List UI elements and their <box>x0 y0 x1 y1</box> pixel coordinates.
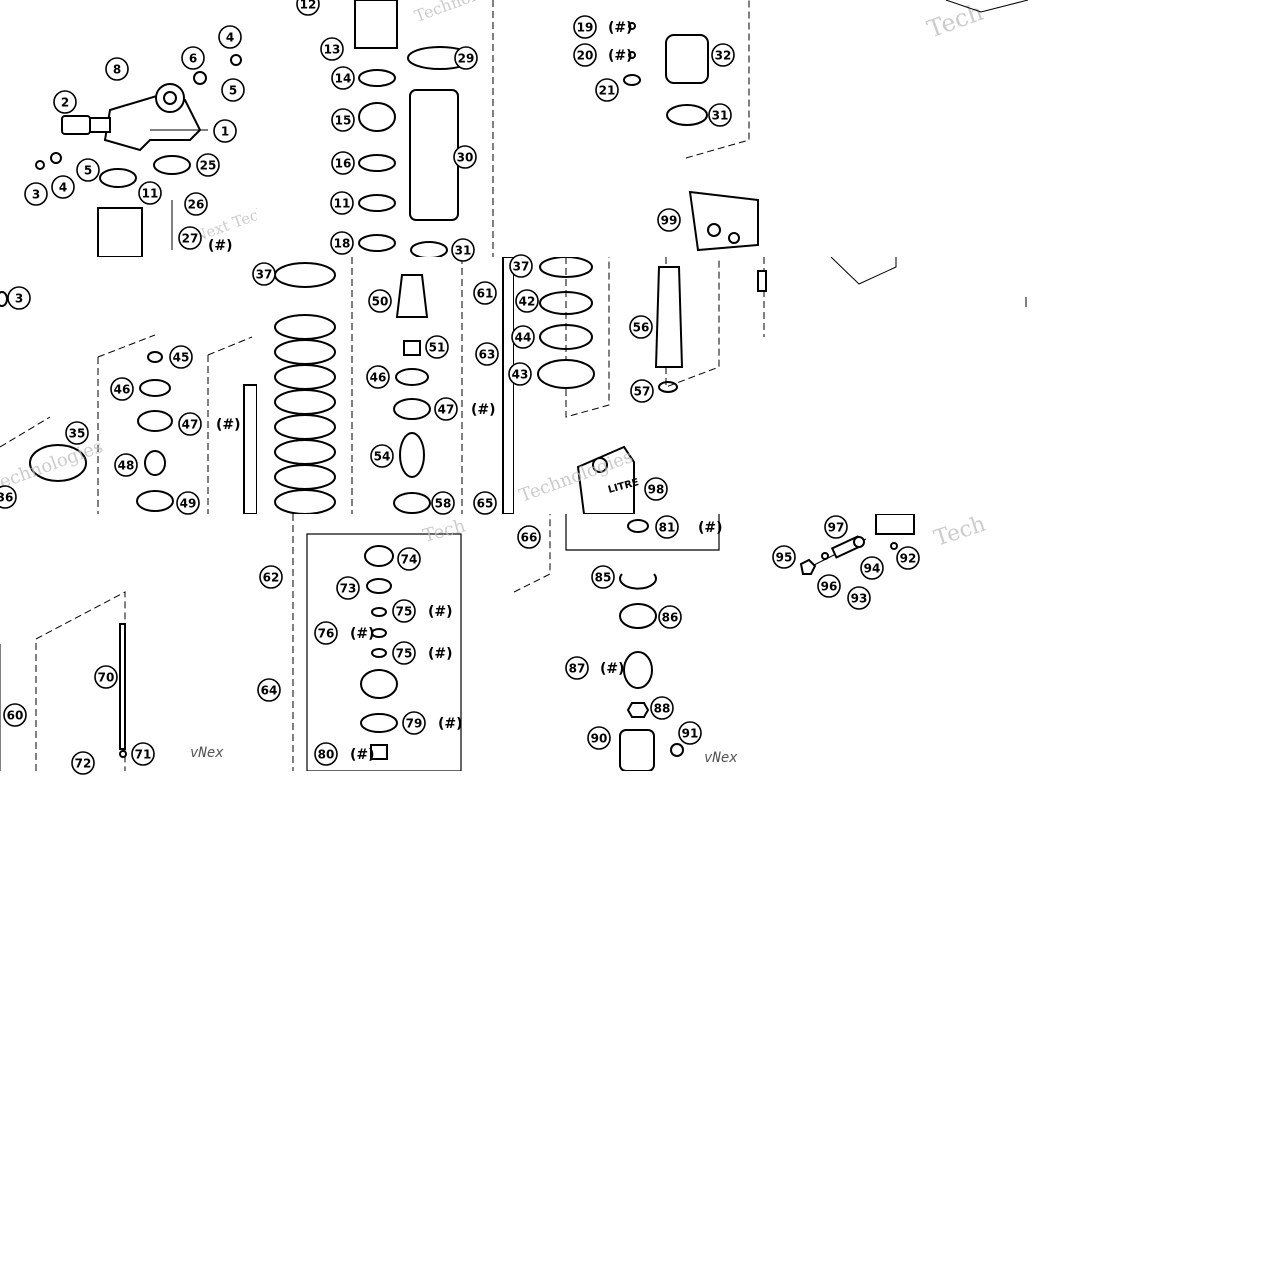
reservoir-30-part <box>409 89 459 221</box>
tile-shaft-parts: Technologies <box>0 257 257 514</box>
mid-right-drawing <box>830 257 1027 307</box>
spring-drawing <box>274 257 514 514</box>
watermark-1: vNext Technologies <box>182 181 257 249</box>
watermark-9: Tech <box>931 514 989 552</box>
rod-70-part <box>119 623 126 750</box>
cylinder-drawing: Technologies <box>354 0 514 257</box>
tile-reservoir-cap <box>514 0 771 257</box>
tile-cylinder: Technologies <box>257 0 514 257</box>
watermark-8: vNex <box>704 750 738 766</box>
rod-parts-drawing: LITRE Technologies <box>517 257 767 514</box>
adjuster-part <box>61 115 111 135</box>
bumper-56-part <box>654 266 684 368</box>
cylinder-top-part <box>97 207 143 257</box>
watermark-2: Technologies <box>412 0 514 26</box>
bleed-screw-drawing: Tech <box>799 514 989 575</box>
tile-eye-assembly: vNext Technologies <box>0 0 257 257</box>
eye-assembly-drawing: vNext Technologies <box>35 54 257 257</box>
rod-drawing: vNex <box>0 591 224 771</box>
kit-99-part <box>688 190 759 252</box>
watermark-3: Tech <box>923 0 986 44</box>
ring-29-part <box>407 46 473 70</box>
coil-spring-part <box>274 314 336 514</box>
nut-35-part <box>29 444 87 482</box>
tile-rod: vNex <box>0 514 257 771</box>
cylinder-13-part <box>354 0 398 49</box>
spring-seat-37-part <box>274 262 336 288</box>
tile-spring <box>257 257 514 514</box>
reservoir-head-drawing: vNex <box>514 514 738 771</box>
valve-stack-drawing: Tech <box>292 514 468 771</box>
shaft-parts-drawing: Technologies <box>0 291 257 514</box>
tile-top-right: Tech <box>771 0 1028 257</box>
tile-rod-parts: LITRE Technologies <box>514 257 771 514</box>
container-98-part <box>576 445 635 514</box>
tile-reservoir-head: vNex <box>514 514 771 771</box>
watermark-6: vNex <box>190 745 224 761</box>
cap-32-part <box>665 34 709 84</box>
screw-95-part <box>799 558 817 575</box>
tile-valve-stack: Tech <box>257 514 514 771</box>
bumper-50-part <box>395 274 429 318</box>
o-ring-25-part <box>153 155 191 175</box>
reservoir-cap-drawing <box>623 0 759 252</box>
eye-body-part <box>103 83 202 152</box>
o-ring-11-part <box>99 168 137 188</box>
top-right-drawing: Tech <box>923 0 1028 44</box>
tile-bleed-screw: Tech <box>771 514 1028 771</box>
tile-mid-right <box>771 257 1028 514</box>
